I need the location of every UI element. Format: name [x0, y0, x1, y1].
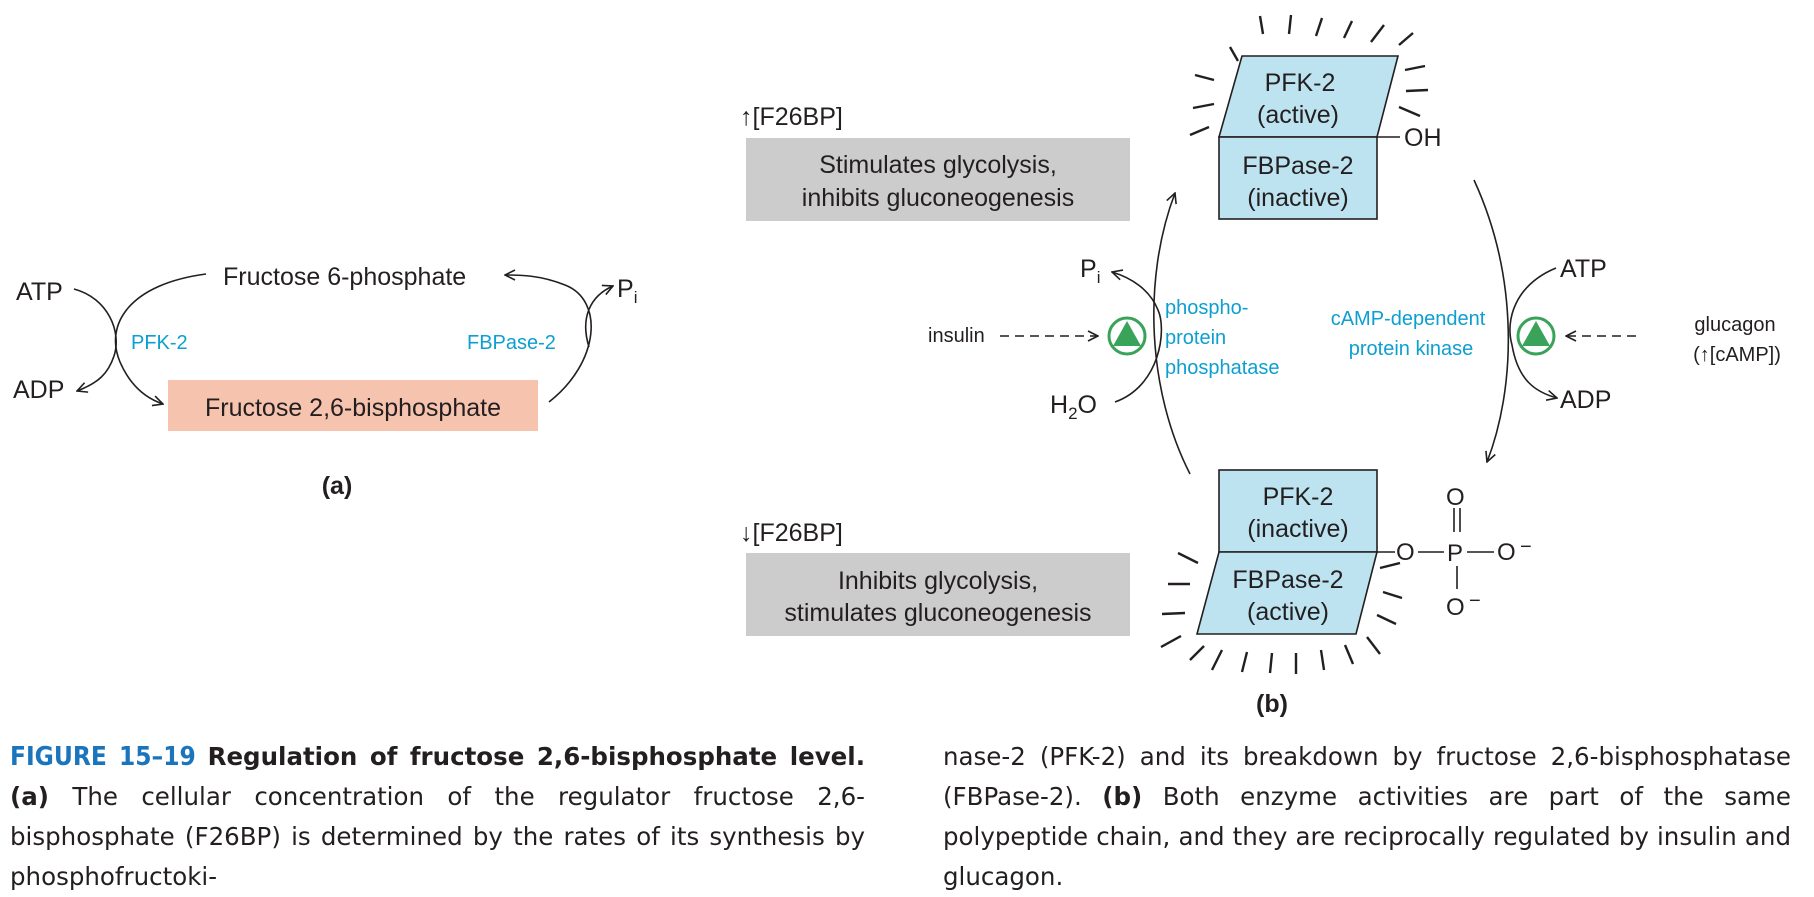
phosphorylation-arrow: [1473, 179, 1510, 462]
figure-caption: FIGURE 15–19 Regulation of fructose 2,6-…: [10, 737, 1800, 891]
active-pfk2-radiance: [1189, 14, 1429, 137]
atp-label-a: ATP: [16, 278, 63, 306]
regulation-diagram: Fructose 6-phosphate Fructose 2,6-bispho…: [13, 14, 1781, 718]
phosphate-o-left: O: [1396, 539, 1415, 566]
atp-label-b: ATP: [1560, 255, 1607, 283]
adp-label-b: ADP: [1560, 386, 1611, 414]
pfk2-inactive-block: [1218, 469, 1378, 553]
panel-b-label: (b): [1256, 690, 1288, 718]
increased-f26bp-label: ↑[F26BP]: [740, 103, 843, 131]
fbpase2-enzyme-label-a: FBPase-2: [467, 332, 556, 354]
pi-label-b: Pi: [1080, 255, 1100, 287]
inhibits-glycolysis-line2: stimulates gluconeogenesis: [784, 599, 1091, 627]
phosphatase-label-line3: phosphatase: [1165, 357, 1280, 379]
bottom-fbpase2-state: (active): [1247, 598, 1329, 626]
decreased-f26bp-label: ↓[F26BP]: [740, 519, 843, 547]
stimulates-glycolysis-box: [746, 138, 1130, 221]
panel-b: ↑[F26BP] Stimulates glycolysis, inhibits…: [740, 14, 1781, 718]
caption-column-right: nase-2 (PFK-2) and its breakdown by fruc…: [943, 737, 1791, 897]
phosphate-o-right: O: [1497, 539, 1516, 566]
phosphatase-label-line2: protein: [1165, 327, 1226, 349]
caption-part-b-marker: (b): [1102, 782, 1143, 811]
top-fbpase2-state: (inactive): [1247, 184, 1348, 212]
phosphate-p: P: [1447, 540, 1463, 567]
figure-title: Regulation of fructose 2,6-bisphosphate …: [207, 742, 865, 771]
atp-to-adp-arrow-b: [1509, 267, 1557, 398]
bottom-fbpase2-label: FBPase-2: [1232, 566, 1343, 594]
kinase-label-line2: protein kinase: [1349, 338, 1474, 360]
bottom-pfk2-state: (inactive): [1247, 515, 1348, 543]
phosphate-o-top: O: [1446, 484, 1465, 511]
caption-text-a2: nase-2 (PFK-2) and its breakdown by fruc…: [943, 742, 1791, 811]
top-pfk2-state: (active): [1257, 101, 1339, 129]
stimulates-glycolysis-line1: Stimulates glycolysis,: [819, 151, 1057, 179]
top-fbpase2-label: FBPase-2: [1242, 152, 1353, 180]
insulin-stimulation-icon: [1107, 316, 1147, 356]
phosphate-o-right-charge: −: [1520, 536, 1532, 558]
caption-column-left: FIGURE 15–19 Regulation of fructose 2,6-…: [10, 737, 865, 897]
phosphate-o-bottom-charge: −: [1469, 590, 1481, 612]
hydroxyl-label: OH: [1404, 124, 1442, 152]
atp-to-adp-arrow-a: [73, 288, 117, 391]
fructose-2-6-bisphosphate-box: [168, 380, 538, 431]
top-pfk2-label: PFK-2: [1265, 69, 1336, 97]
fbpase2-inactive-block: [1218, 136, 1378, 220]
insulin-label: insulin: [928, 325, 985, 347]
phosphate-o-bottom: O: [1446, 594, 1465, 621]
glucagon-stimulation-icon: [1516, 316, 1556, 356]
dephosphorylation-arrow: [1153, 193, 1191, 475]
water-label: H2O: [1050, 391, 1097, 423]
caption-text-a1: The cellular concentration of the regula…: [10, 782, 865, 891]
panel-a: Fructose 6-phosphate Fructose 2,6-bispho…: [13, 263, 637, 500]
active-fbpase2-radiance: [1160, 551, 1403, 674]
figure-number: FIGURE 15–19: [10, 742, 196, 772]
phosphatase-label-line1: phospho-: [1165, 297, 1248, 319]
adp-label-a: ADP: [13, 376, 64, 404]
pi-release-arrow-a: [584, 286, 613, 348]
fbpase2-reaction-arrow: [505, 275, 592, 403]
fructose-6-phosphate-label: Fructose 6-phosphate: [223, 263, 466, 291]
panel-a-label: (a): [322, 472, 353, 500]
pfk2-enzyme-label-a: PFK-2: [131, 332, 188, 354]
bottom-pfk2-label: PFK-2: [1263, 483, 1334, 511]
fructose-2-6-bisphosphate-label: Fructose 2,6-bisphosphate: [205, 394, 501, 422]
phosphate-group: O P O − O O −: [1377, 484, 1532, 621]
kinase-label-line1: cAMP-dependent: [1331, 308, 1486, 330]
water-to-pi-arrow: [1112, 272, 1163, 403]
stimulates-glycolysis-line2: inhibits gluconeogenesis: [802, 184, 1074, 212]
fbpase2-active-block: [1195, 551, 1379, 635]
camp-label: (↑[cAMP]): [1693, 344, 1781, 366]
inhibits-glycolysis-box: [746, 553, 1130, 636]
inhibits-glycolysis-line1: Inhibits glycolysis,: [838, 567, 1038, 595]
glucagon-label: glucagon: [1694, 314, 1775, 336]
caption-part-a-marker: (a): [10, 782, 49, 811]
pi-label-a: Pi: [617, 275, 637, 307]
